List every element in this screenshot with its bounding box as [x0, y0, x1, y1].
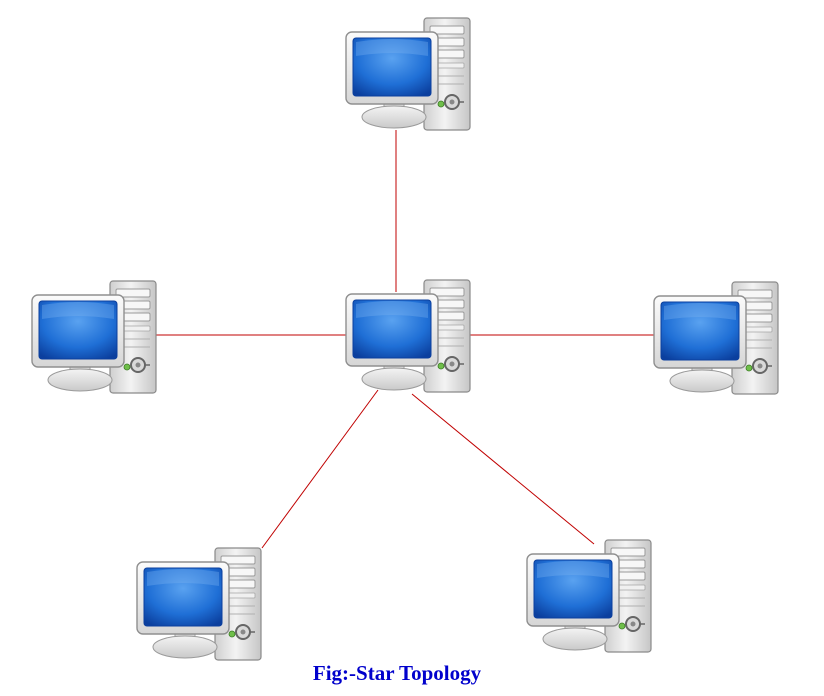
- desktop-computer-icon: [345, 279, 471, 393]
- link-computer-center-to-computer-bottom-left: [261, 389, 379, 549]
- monitor: [653, 295, 747, 369]
- desktop-computer-icon: [653, 281, 779, 395]
- link-computer-center-to-computer-bottom-right: [411, 393, 595, 545]
- desktop-computer-icon: [345, 17, 471, 131]
- monitor: [345, 293, 439, 367]
- desktop-computer-icon: [136, 547, 262, 661]
- computer-bottom-left: [136, 547, 262, 661]
- computer-top: [345, 17, 471, 131]
- computer-right: [653, 281, 779, 395]
- nodes-layer: [31, 17, 779, 661]
- monitor: [345, 31, 439, 105]
- monitor: [31, 294, 125, 368]
- figure-caption: Fig:-Star Topology: [312, 661, 482, 685]
- computer-bottom-right: [526, 539, 652, 653]
- monitor: [136, 561, 230, 635]
- computer-left: [31, 280, 157, 394]
- computer-center: [345, 279, 471, 393]
- links-layer: [155, 130, 655, 549]
- monitor-stand: [152, 629, 218, 659]
- desktop-computer-icon: [31, 280, 157, 394]
- monitor: [526, 553, 620, 627]
- monitor-stand: [361, 361, 427, 391]
- desktop-computer-icon: [526, 539, 652, 653]
